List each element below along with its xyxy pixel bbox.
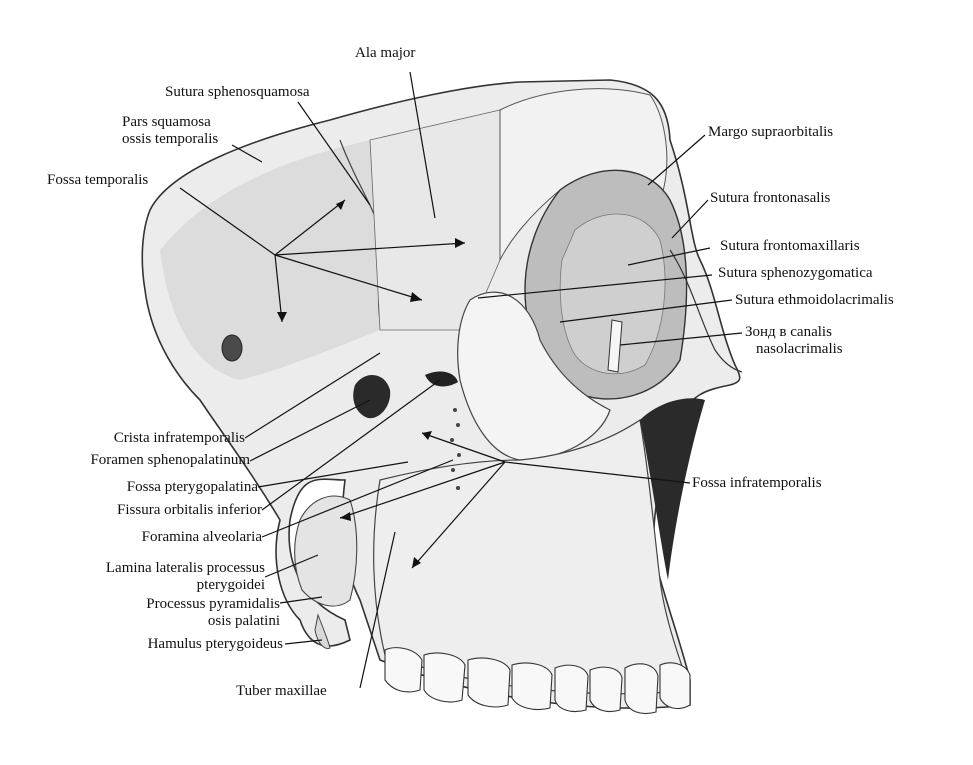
label-crista-infratemporalis: Crista infratemporalis bbox=[113, 430, 245, 446]
arrow-heads bbox=[277, 200, 465, 568]
label-fossa-pterygopalatina: Fossa pterygopalatina bbox=[126, 479, 258, 495]
pterygopalatine-fossa bbox=[353, 374, 391, 419]
label-foramen-sphenopalatinum: Foramen sphenopalatinum bbox=[90, 452, 250, 468]
label-sutura-ethmoidolacrimalis: Sutura ethmoidolacrimalis bbox=[735, 292, 894, 308]
label-lamina-lateralis-line2: pterygoidei bbox=[196, 577, 265, 593]
label-margo-supraorbitalis: Margo supraorbitalis bbox=[708, 124, 834, 140]
label-ala-major: Ala major bbox=[355, 45, 416, 61]
label-processus-pyramidalis-line2: osis palatini bbox=[207, 613, 280, 629]
temporal-foramen bbox=[221, 334, 243, 362]
label-pars-squamosa-line1: Pars squamosa bbox=[122, 114, 211, 130]
nasal-edge bbox=[669, 249, 743, 373]
label-zond-line2: nasolacrimalis bbox=[756, 341, 843, 357]
label-sutura-frontomaxillaris: Sutura frontomaxillaris bbox=[720, 238, 860, 254]
label-hamulus-pterygoideus: Hamulus pterygoideus bbox=[147, 636, 283, 652]
label-lamina-lateralis-line1: Lamina lateralis processus bbox=[105, 560, 265, 576]
label-sutura-sphenozygomatica: Sutura sphenozygomatica bbox=[718, 265, 873, 281]
label-fossa-infratemporalis: Fossa infratemporalis bbox=[692, 475, 822, 491]
probe bbox=[607, 319, 623, 373]
label-fissura-orbitalis-inferior: Fissura orbitalis inferior bbox=[117, 502, 262, 518]
label-foramina-alveolaria: Foramina alveolaria bbox=[141, 529, 262, 545]
label-processus-pyramidalis-line1: Processus pyramidalis bbox=[146, 596, 280, 612]
label-tuber-maxillae: Tuber maxillae bbox=[236, 683, 327, 699]
label-fossa-temporalis: Fossa temporalis bbox=[47, 172, 149, 188]
label-sutura-sphenosquamosa: Sutura sphenosquamosa bbox=[165, 84, 310, 100]
label-sutura-frontonasalis: Sutura frontonasalis bbox=[710, 190, 831, 206]
zygomatic-body bbox=[457, 291, 611, 461]
alveolar-foramina bbox=[450, 408, 461, 490]
label-pars-squamosa-line2: ossis temporalis bbox=[122, 131, 219, 147]
orbital-fissure bbox=[425, 371, 458, 387]
label-zond-line1: Зонд в canalis bbox=[745, 324, 832, 340]
leader-lines bbox=[179, 71, 743, 689]
orbit-inner bbox=[559, 213, 666, 375]
pterygoid-plate bbox=[294, 495, 358, 607]
nasal-aperture bbox=[640, 398, 705, 580]
teeth bbox=[384, 647, 691, 715]
